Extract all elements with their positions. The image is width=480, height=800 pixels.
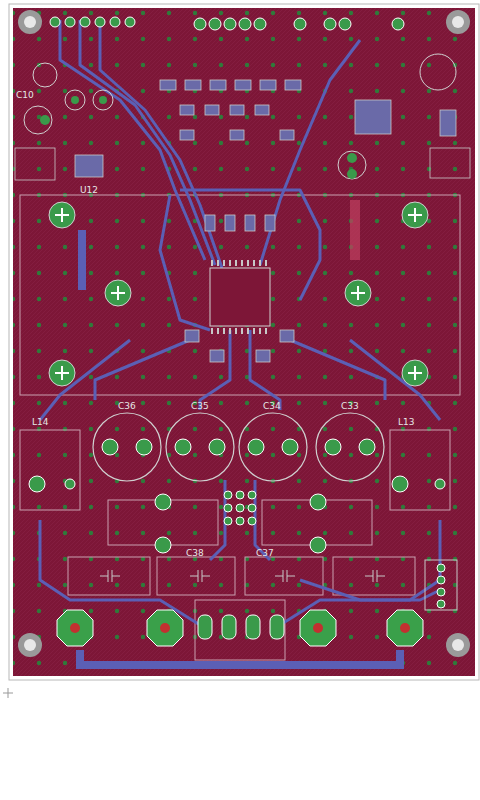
part-label: C10 [16,91,34,100]
part-label: L13 [398,418,414,427]
part-label: L14 [32,418,48,427]
part-label: C37 [256,549,274,558]
part-label: C36 [118,402,136,411]
part-label: C38 [186,549,204,558]
part-label: U12 [80,186,98,195]
part-label: C34 [263,402,281,411]
part-label: C33 [341,402,359,411]
part-label: C35 [191,402,209,411]
